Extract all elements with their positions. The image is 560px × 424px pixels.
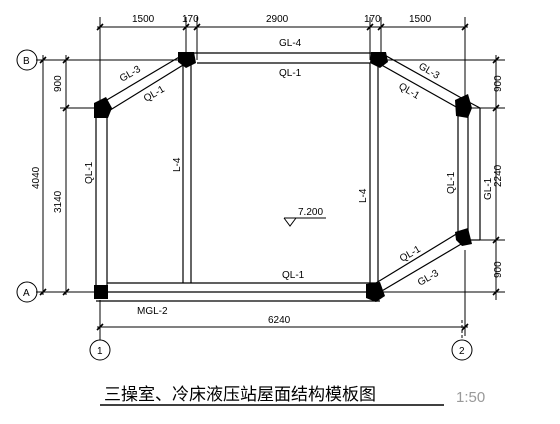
elevation-value: 7.200 [298,207,323,218]
column-top-right [370,52,388,68]
dim-right-top: 900 [493,75,504,92]
drawing-scale: 1:50 [456,389,485,406]
beam-label-gl3-lower: GL-3 [416,268,441,289]
elevation-mark [283,217,326,227]
beam-label-gl3-left: GL-3 [118,64,143,85]
column-upper-left [94,97,112,118]
columns [94,52,472,302]
beam-label-ql1-right: QL-1 [446,171,457,194]
axis-label-2: 2 [459,346,465,357]
dim-bottom-total: 6240 [268,315,291,326]
column-upper-right [455,94,472,118]
dim-left-top: 900 [53,75,64,92]
column-bottom-right [366,282,385,302]
dim-right-mid: 2240 [493,164,504,187]
column-lower-right [455,228,472,246]
axis-label-1: 1 [97,346,103,357]
dim-top-4: 170 [364,14,381,25]
beam-outline [95,52,481,302]
axis-bubble-1 [89,339,111,361]
beam-label-ql1-bottom: QL-1 [282,270,305,281]
beam-label-gl3-right: GL-3 [417,61,442,82]
beam-label-gl4-top: GL-4 [279,38,302,49]
beam-label-ql1-top: QL-1 [279,68,302,79]
beam-label-ql1-left: QL-1 [84,161,95,184]
axis-label-a: A [23,288,30,299]
beam-label-ql1-right-diag: QL-1 [397,81,422,102]
dim-left-bottom: 3140 [53,190,64,213]
column-bottom-left [94,285,108,299]
axis-bubble-a [16,281,38,303]
dim-top-3: 2900 [266,14,289,25]
drawing-title: 三操室、冷床液压站屋面结构模板图 [104,385,376,405]
axis-label-b: B [23,56,30,67]
beam-label-l4-right: L-4 [358,188,369,203]
dim-top-5: 1500 [409,14,432,25]
beam-label-mgl2-bottom: MGL-2 [137,306,168,317]
dim-top-2: 170 [182,14,199,25]
dim-top-1: 1500 [132,14,155,25]
axis-bubble-b [16,49,38,71]
beam-label-l4-left: L-4 [172,157,183,172]
dim-left-outer: 4040 [31,166,42,189]
axis-bubble-2 [451,339,473,361]
column-top-left [178,52,196,68]
beam-label-gl1-right: GL-1 [483,177,494,200]
dim-right-bottom: 900 [493,261,504,278]
beam-label-ql1-left-diag: QL-1 [142,84,167,105]
